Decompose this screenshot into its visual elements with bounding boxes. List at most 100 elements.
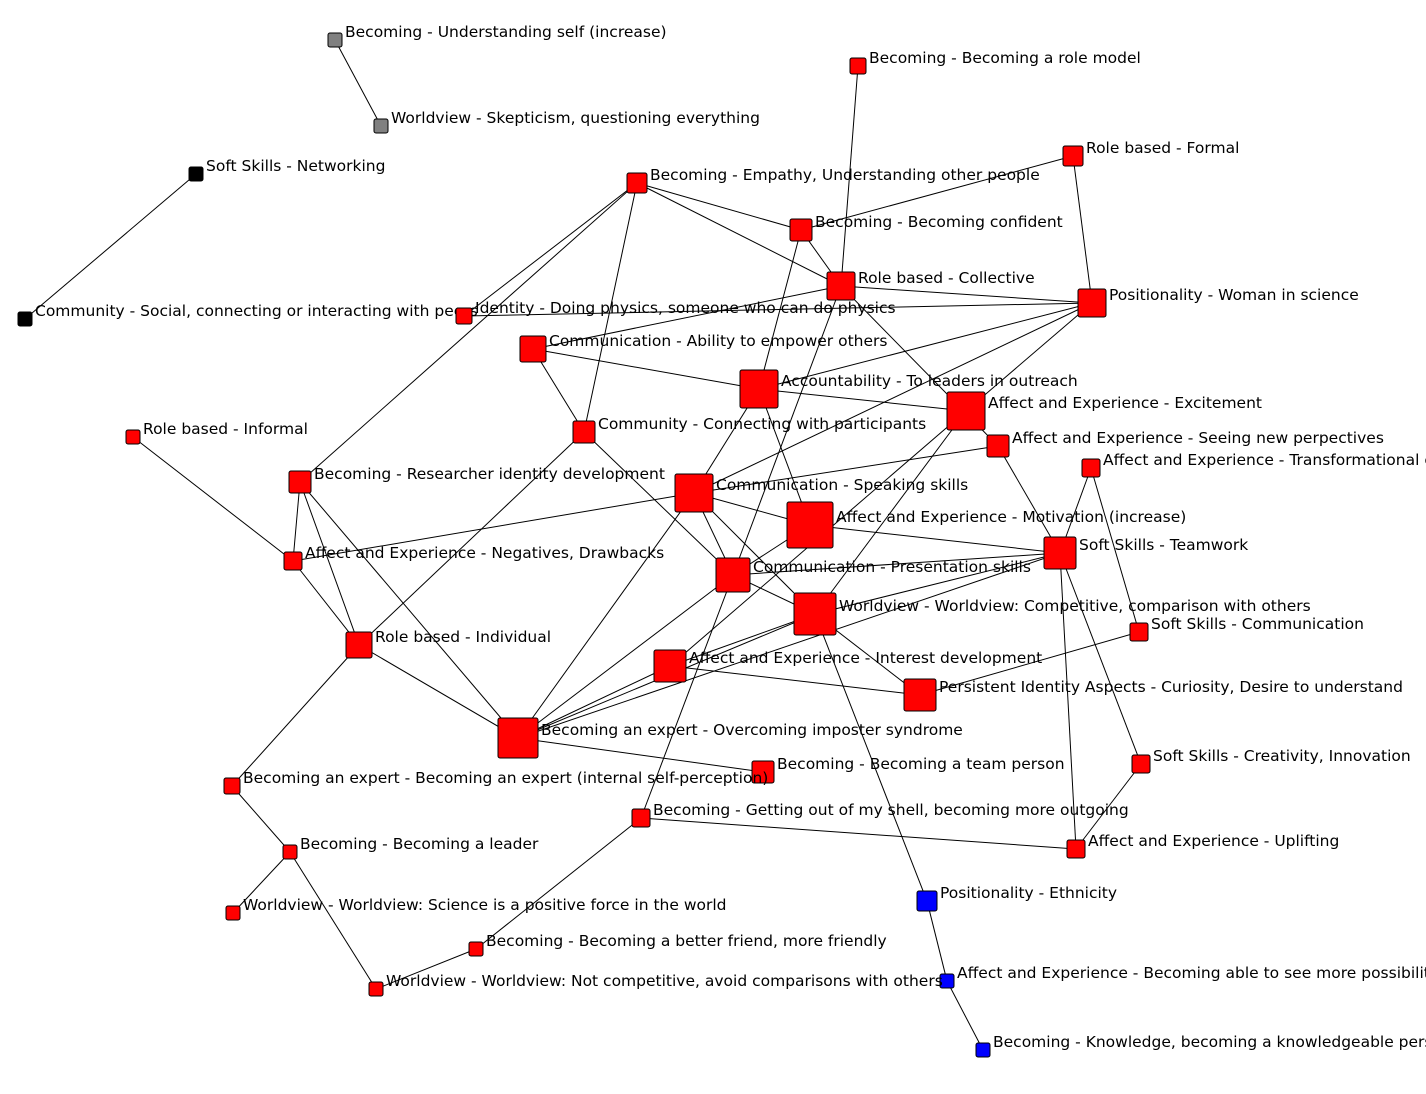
- edge-speaking-skills-negatives: [292, 492, 695, 562]
- edge-role-collective-empower: [532, 285, 842, 350]
- node-label: Affect and Experience - Negatives, Drawb…: [305, 544, 664, 562]
- node-role-formal: Role based - Formal: [1062, 139, 1239, 167]
- node-marker: [739, 369, 779, 409]
- edge-empathy-doing-physics: [463, 182, 638, 317]
- node-label: Becoming - Becoming a leader: [300, 835, 539, 853]
- node-label: Soft Skills - Creativity, Innovation: [1153, 747, 1411, 765]
- edge-empower-accountability: [532, 348, 760, 390]
- node-label: Affect and Experience - Interest develop…: [689, 649, 1042, 667]
- node-woman-science: Positionality - Woman in science: [1077, 286, 1359, 318]
- node-motivation: Affect and Experience - Motivation (incr…: [786, 501, 1186, 549]
- edge-empathy-researcher-identity: [299, 182, 638, 483]
- node-label: Persistent Identity Aspects - Curiosity,…: [939, 678, 1403, 696]
- node-marker: [986, 434, 1010, 458]
- node-label: Communication - Presentation skills: [753, 558, 1031, 576]
- node-marker: [1043, 536, 1077, 570]
- edge-teamwork-presentation: [732, 552, 1061, 576]
- node-marker: [225, 905, 241, 921]
- node-label: Becoming - Becoming a team person: [777, 755, 1065, 773]
- node-marker: [17, 311, 33, 327]
- node-marker: [626, 172, 648, 194]
- edge-outgoing-better-friend: [475, 817, 642, 950]
- node-imposter: Becoming an expert - Overcoming imposter…: [497, 717, 963, 759]
- node-label: Role based - Individual: [375, 628, 551, 646]
- edge-role-formal-woman-science: [1072, 155, 1093, 304]
- node-interest-development: Affect and Experience - Interest develop…: [653, 649, 1042, 683]
- edge-competitive-ethnicity: [814, 613, 928, 902]
- node-label: Worldview - Worldview: Science is a posi…: [243, 896, 727, 914]
- edge-role-collective-woman-science: [840, 285, 1093, 304]
- node-team-person: Becoming - Becoming a team person: [751, 755, 1065, 784]
- node-science-positive: Worldview - Worldview: Science is a posi…: [225, 896, 727, 921]
- node-label: Affect and Experience - Seeing new perpe…: [1012, 429, 1384, 447]
- node-marker: [631, 808, 651, 828]
- node-outgoing: Becoming - Getting out of my shell, beco…: [631, 801, 1129, 828]
- edge-outgoing-uplifting: [640, 817, 1077, 850]
- node-leader: Becoming - Becoming a leader: [282, 835, 539, 860]
- node-curiosity: Persistent Identity Aspects - Curiosity,…: [903, 678, 1403, 712]
- node-marker: [975, 1042, 991, 1058]
- node-label: Positionality - Ethnicity: [940, 884, 1117, 902]
- edge-speaking-skills-imposter: [517, 492, 695, 739]
- edge-teamwork-competitive: [814, 552, 1061, 615]
- node-empathy: Becoming - Empathy, Understanding other …: [626, 166, 1040, 194]
- node-uplifting: Affect and Experience - Uplifting: [1066, 832, 1339, 859]
- node-speaking-skills: Communication - Speaking skills: [674, 473, 968, 513]
- edge-interest-development-imposter: [517, 665, 671, 739]
- edge-creativity-uplifting: [1075, 763, 1142, 850]
- node-marker: [368, 981, 384, 997]
- edge-role-formal-confident: [800, 155, 1074, 231]
- node-label: Communication - Ability to empower other…: [549, 332, 887, 350]
- node-understanding-self: Becoming - Understanding self (increase): [327, 23, 667, 48]
- node-connecting-participants: Community - Connecting with participants: [572, 415, 926, 444]
- edge-networking-community-social: [24, 173, 197, 320]
- edge-woman-science-accountability: [758, 302, 1093, 390]
- node-label: Affect and Experience - Excitement: [988, 394, 1262, 412]
- edge-new-perspectives-speaking-skills: [693, 445, 999, 494]
- edge-role-individual-expert-internal: [231, 644, 360, 787]
- edge-teamwork-imposter: [517, 552, 1061, 739]
- node-excitement: Affect and Experience - Excitement: [946, 391, 1262, 431]
- edge-researcher-identity-imposter: [299, 481, 519, 739]
- edge-researcher-identity-negatives: [292, 481, 301, 562]
- node-more-possibilities: Affect and Experience - Becoming able to…: [939, 964, 1426, 989]
- node-new-perspectives: Affect and Experience - Seeing new perpe…: [986, 429, 1384, 458]
- node-label: Worldview - Skepticism, questioning ever…: [391, 109, 760, 127]
- edge-negatives-role-individual: [292, 560, 360, 646]
- node-label: Becoming an expert - Overcoming imposter…: [541, 721, 963, 739]
- node-label: Becoming an expert - Becoming an expert …: [243, 769, 768, 787]
- edge-transformational-soft-communication: [1090, 467, 1140, 633]
- node-skepticism: Worldview - Skepticism, questioning ever…: [373, 109, 760, 134]
- node-soft-communication: Soft Skills - Communication: [1129, 615, 1364, 642]
- edge-role-model-role-collective: [840, 65, 859, 287]
- node-label: Accountability - To leaders in outreach: [781, 372, 1078, 390]
- node-marker: [786, 501, 834, 549]
- node-label: Soft Skills - Communication: [1151, 615, 1364, 633]
- node-negatives: Affect and Experience - Negatives, Drawb…: [283, 544, 664, 571]
- node-marker: [789, 218, 813, 242]
- node-label: Becoming - Becoming confident: [815, 213, 1063, 231]
- edge-imposter-team-person: [517, 737, 764, 773]
- edge-more-possibilities-knowledgeable: [946, 980, 984, 1051]
- node-role-informal: Role based - Informal: [125, 420, 308, 445]
- node-transformational: Affect and Experience - Transformational…: [1081, 451, 1426, 478]
- node-label: Becoming - Getting out of my shell, beco…: [653, 801, 1129, 819]
- edge-woman-science-speaking-skills: [693, 302, 1093, 494]
- node-label: Soft Skills - Teamwork: [1079, 536, 1248, 554]
- edge-leader-not-competitive: [289, 851, 377, 990]
- node-marker: [125, 429, 141, 445]
- node-marker: [223, 777, 241, 795]
- node-marker: [288, 470, 312, 494]
- node-label: Affect and Experience - Motivation (incr…: [836, 508, 1186, 526]
- edge-role-individual-imposter: [358, 644, 519, 739]
- edge-competitive-interest-development: [669, 613, 816, 667]
- node-label: Role based - Formal: [1086, 139, 1239, 157]
- edge-presentation-imposter: [517, 574, 734, 739]
- node-label: Community - Social, connecting or intera…: [35, 302, 478, 320]
- node-empower: Communication - Ability to empower other…: [519, 332, 887, 363]
- node-layer: Becoming - Understanding self (increase)…: [17, 23, 1426, 1058]
- node-creativity: Soft Skills - Creativity, Innovation: [1131, 747, 1411, 774]
- node-marker: [497, 717, 539, 759]
- node-marker: [282, 844, 298, 860]
